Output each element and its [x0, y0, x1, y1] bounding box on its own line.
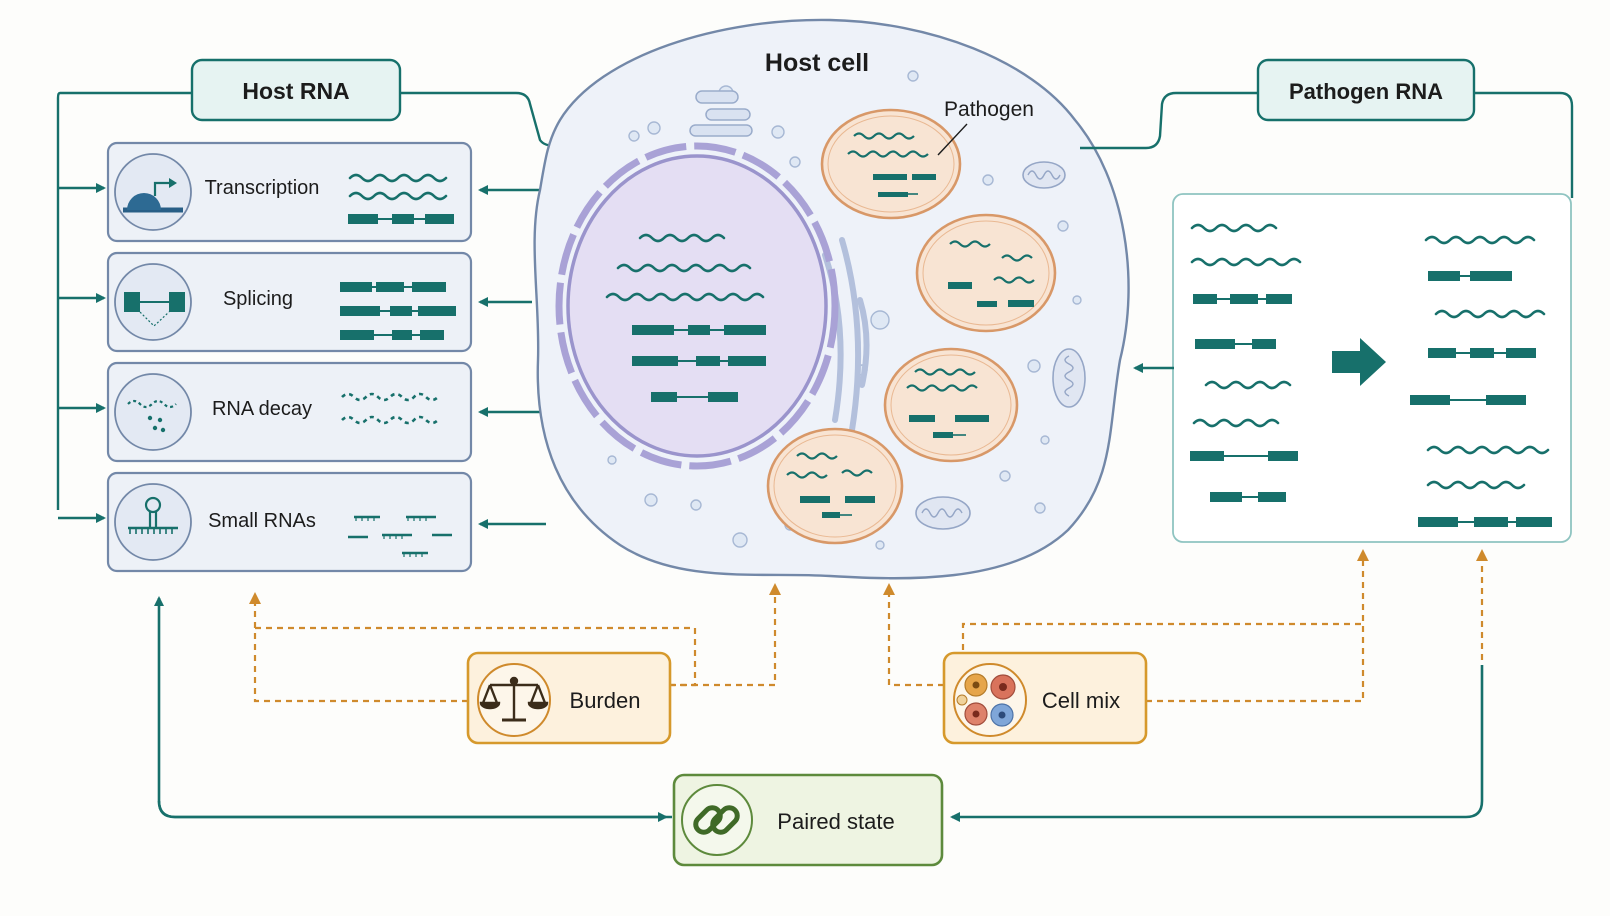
- confounder-connectors: [249, 549, 1488, 703]
- mitochondrion: [915, 496, 971, 530]
- spliced-isoform-glyphs: [340, 282, 456, 340]
- transcription-icon: [123, 178, 183, 213]
- host-panel-rna-decay: RNA decay: [106, 361, 473, 463]
- host-panel-rna-decay-label: RNA decay: [212, 398, 312, 420]
- host-panel-splicing-label: Splicing: [223, 288, 293, 310]
- transcript-glyphs: [348, 173, 454, 224]
- pathogen-leader-line: [937, 123, 968, 156]
- pathogen-reads-processed: [1410, 235, 1552, 527]
- small-rna-glyphs: [348, 515, 452, 557]
- degraded-rna-glyphs: [341, 392, 439, 425]
- pathogen-reads-raw: [1190, 223, 1302, 502]
- mitochondrion: [1052, 348, 1086, 408]
- cell-mix-box: Cell mix: [942, 651, 1148, 745]
- small-rna-icon: [128, 496, 178, 534]
- pathogen: [915, 213, 1057, 333]
- host-panel-splicing: Splicing: [106, 251, 473, 353]
- pathogen: [883, 347, 1019, 463]
- paired-state-connectors: [154, 596, 1484, 822]
- pathogen: [820, 108, 962, 220]
- burden-label: Burden: [570, 688, 641, 713]
- cell-mixture-icon: [956, 673, 1016, 727]
- processing-arrow-icon: [1332, 338, 1386, 386]
- nuclear-transcripts: [605, 233, 766, 402]
- pathogen: [766, 427, 904, 545]
- chain-link-icon: [693, 805, 740, 835]
- pathogen-rna-panel: [1133, 193, 1572, 543]
- host-cell: Host cell: [533, 18, 1130, 580]
- host-panel-transcription-label: Transcription: [205, 177, 320, 199]
- golgi-apparatus: [689, 90, 753, 137]
- host-rna-title: Host RNA: [242, 78, 349, 104]
- nucleus: [555, 142, 839, 470]
- pathogen-label: Pathogen: [944, 98, 1034, 121]
- balance-scale-icon: [479, 676, 549, 722]
- host-cell-label: Host cell: [765, 49, 869, 77]
- splicing-icon: [124, 292, 185, 327]
- pathogen-rna-header: Pathogen RNA: [1080, 58, 1574, 198]
- host-panel-transcription: Transcription: [106, 141, 473, 243]
- burden-box: Burden: [466, 651, 672, 745]
- pathogen-rna-title: Pathogen RNA: [1289, 79, 1443, 104]
- paired-state-label: Paired state: [777, 809, 894, 834]
- host-rna-header: Host RNA: [56, 58, 592, 523]
- host-panel-small-rnas: Small RNAs: [106, 471, 473, 573]
- cell-to-host-arrows: [478, 185, 546, 529]
- host-panel-small-rnas-label: Small RNAs: [208, 510, 316, 532]
- cell-mix-label: Cell mix: [1042, 688, 1120, 713]
- mitochondrion: [1022, 161, 1066, 189]
- rna-decay-icon: [127, 399, 177, 433]
- paired-state-box: Paired state: [672, 773, 944, 867]
